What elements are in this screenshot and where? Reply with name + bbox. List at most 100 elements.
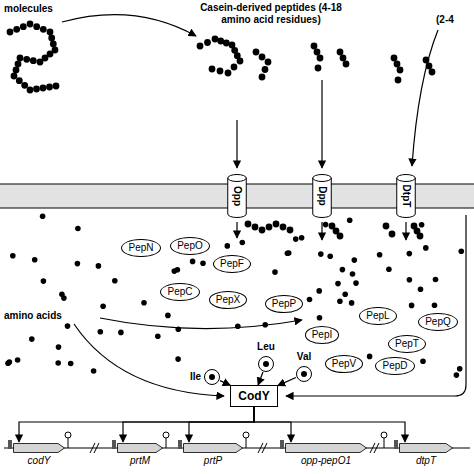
amino-acid-bead — [317, 55, 324, 62]
amino-acid-bead — [389, 231, 396, 238]
amino-acid-circle: Ile — [204, 369, 220, 385]
node-label: Leu — [257, 341, 275, 353]
cylinder-body — [313, 178, 332, 218]
amino-acid-dot — [301, 371, 307, 377]
node-label: PepP — [272, 298, 296, 309]
amino-acid-bead — [259, 74, 266, 81]
free-amino-acid — [342, 292, 348, 298]
peptidase-oval: PepX — [209, 291, 247, 309]
free-amino-acid — [10, 253, 16, 259]
amino-acid-bead — [209, 66, 216, 73]
node-label: PepC — [167, 286, 192, 297]
free-amino-acid — [299, 235, 305, 241]
peptidase-oval: PepF — [213, 255, 251, 273]
amino-acid-bead — [27, 21, 34, 28]
gene: opp-pepO1 — [285, 442, 367, 467]
connector — [258, 372, 263, 385]
free-amino-acid — [59, 292, 65, 298]
node-label: opp-pepO1 — [285, 455, 367, 467]
amino-acid-bead — [265, 59, 272, 66]
amino-acid-bead — [23, 56, 30, 63]
free-amino-acid — [317, 315, 323, 321]
amino-acid-bead — [340, 55, 347, 62]
amino-acid-bead — [50, 41, 57, 48]
node-label: PepN — [128, 242, 153, 253]
free-amino-acid — [29, 336, 35, 342]
free-amino-acid — [409, 303, 415, 309]
free-amino-acid — [352, 257, 358, 263]
gene-arrow — [13, 442, 65, 454]
peptidase-oval: PepT — [388, 335, 426, 353]
free-amino-acid — [98, 329, 104, 335]
free-amino-acid — [350, 271, 356, 277]
connector — [254, 407, 291, 442]
free-amino-acid — [272, 269, 278, 275]
free-amino-acid — [353, 280, 359, 286]
amino-acid-bead — [337, 233, 344, 240]
connector — [123, 407, 254, 442]
gene-arrow-shape — [14, 444, 65, 453]
free-amino-acid — [459, 248, 465, 254]
free-amino-acid — [141, 300, 147, 306]
amino-acid-bead — [16, 77, 23, 84]
gene-arrow — [183, 442, 243, 454]
free-amino-acid — [323, 222, 329, 228]
gene-arrow-shape — [184, 444, 243, 453]
free-amino-acid — [335, 281, 341, 287]
free-amino-acid — [316, 288, 322, 294]
free-amino-acid — [433, 277, 439, 283]
amino-acid-bead — [253, 49, 260, 56]
gene-arrow — [285, 442, 367, 454]
amino-acid-bead — [40, 85, 47, 92]
peptidase-oval: PepV — [325, 355, 363, 373]
node-label: PepO — [177, 240, 203, 251]
free-amino-acid — [347, 217, 353, 223]
free-amino-acid — [349, 300, 355, 306]
amino-acid-bead — [273, 221, 280, 228]
free-amino-acid — [340, 267, 346, 273]
connector — [189, 407, 254, 442]
gene-arrow — [399, 442, 453, 454]
gene-arrow-shape — [286, 444, 367, 453]
free-amino-acid — [96, 263, 102, 269]
free-amino-acid — [286, 250, 292, 256]
cylinder-body — [397, 178, 416, 218]
gene: prtM — [117, 442, 163, 467]
peptidase-oval: PepC — [160, 283, 199, 301]
node-label: PepX — [216, 294, 240, 305]
amino-acid-bead — [395, 77, 402, 84]
peptide-beads — [7, 21, 436, 240]
peptidase-oval: PepO — [170, 237, 210, 255]
amino-acid-bead — [197, 43, 204, 50]
amino-acid-bead — [53, 83, 60, 90]
peptidase-oval: PepP — [265, 295, 303, 313]
connector — [220, 381, 230, 386]
amino-acid-dot — [263, 361, 269, 367]
node-label: prtM — [117, 455, 163, 467]
amino-acid-bead — [397, 67, 404, 74]
amino-acid-bead — [231, 64, 238, 71]
cylinder-body — [228, 178, 247, 218]
amino-acid-dot — [209, 374, 215, 380]
gene-arrow — [117, 442, 163, 454]
gene-arrow-shape — [118, 444, 163, 453]
transporter: Opp — [227, 174, 247, 218]
free-amino-acid — [377, 252, 383, 258]
connector — [278, 378, 296, 386]
node-label: Ile — [190, 371, 201, 383]
regulator-box: CodY — [230, 385, 277, 407]
text-label: amino acids — [4, 310, 62, 322]
free-amino-acid — [432, 302, 438, 308]
free-amino-acid — [91, 368, 97, 374]
peptidase-oval: PepD — [375, 357, 414, 375]
free-amino-acid — [32, 257, 38, 263]
connector — [19, 407, 254, 442]
free-amino-acid — [7, 359, 13, 365]
free-amino-acid — [307, 297, 313, 303]
free-amino-acid — [118, 330, 124, 336]
amino-acid-bead — [394, 61, 401, 68]
amino-acid-bead — [259, 54, 266, 61]
gene-arrow-shape — [400, 444, 453, 453]
amino-acid-bead — [311, 43, 318, 50]
